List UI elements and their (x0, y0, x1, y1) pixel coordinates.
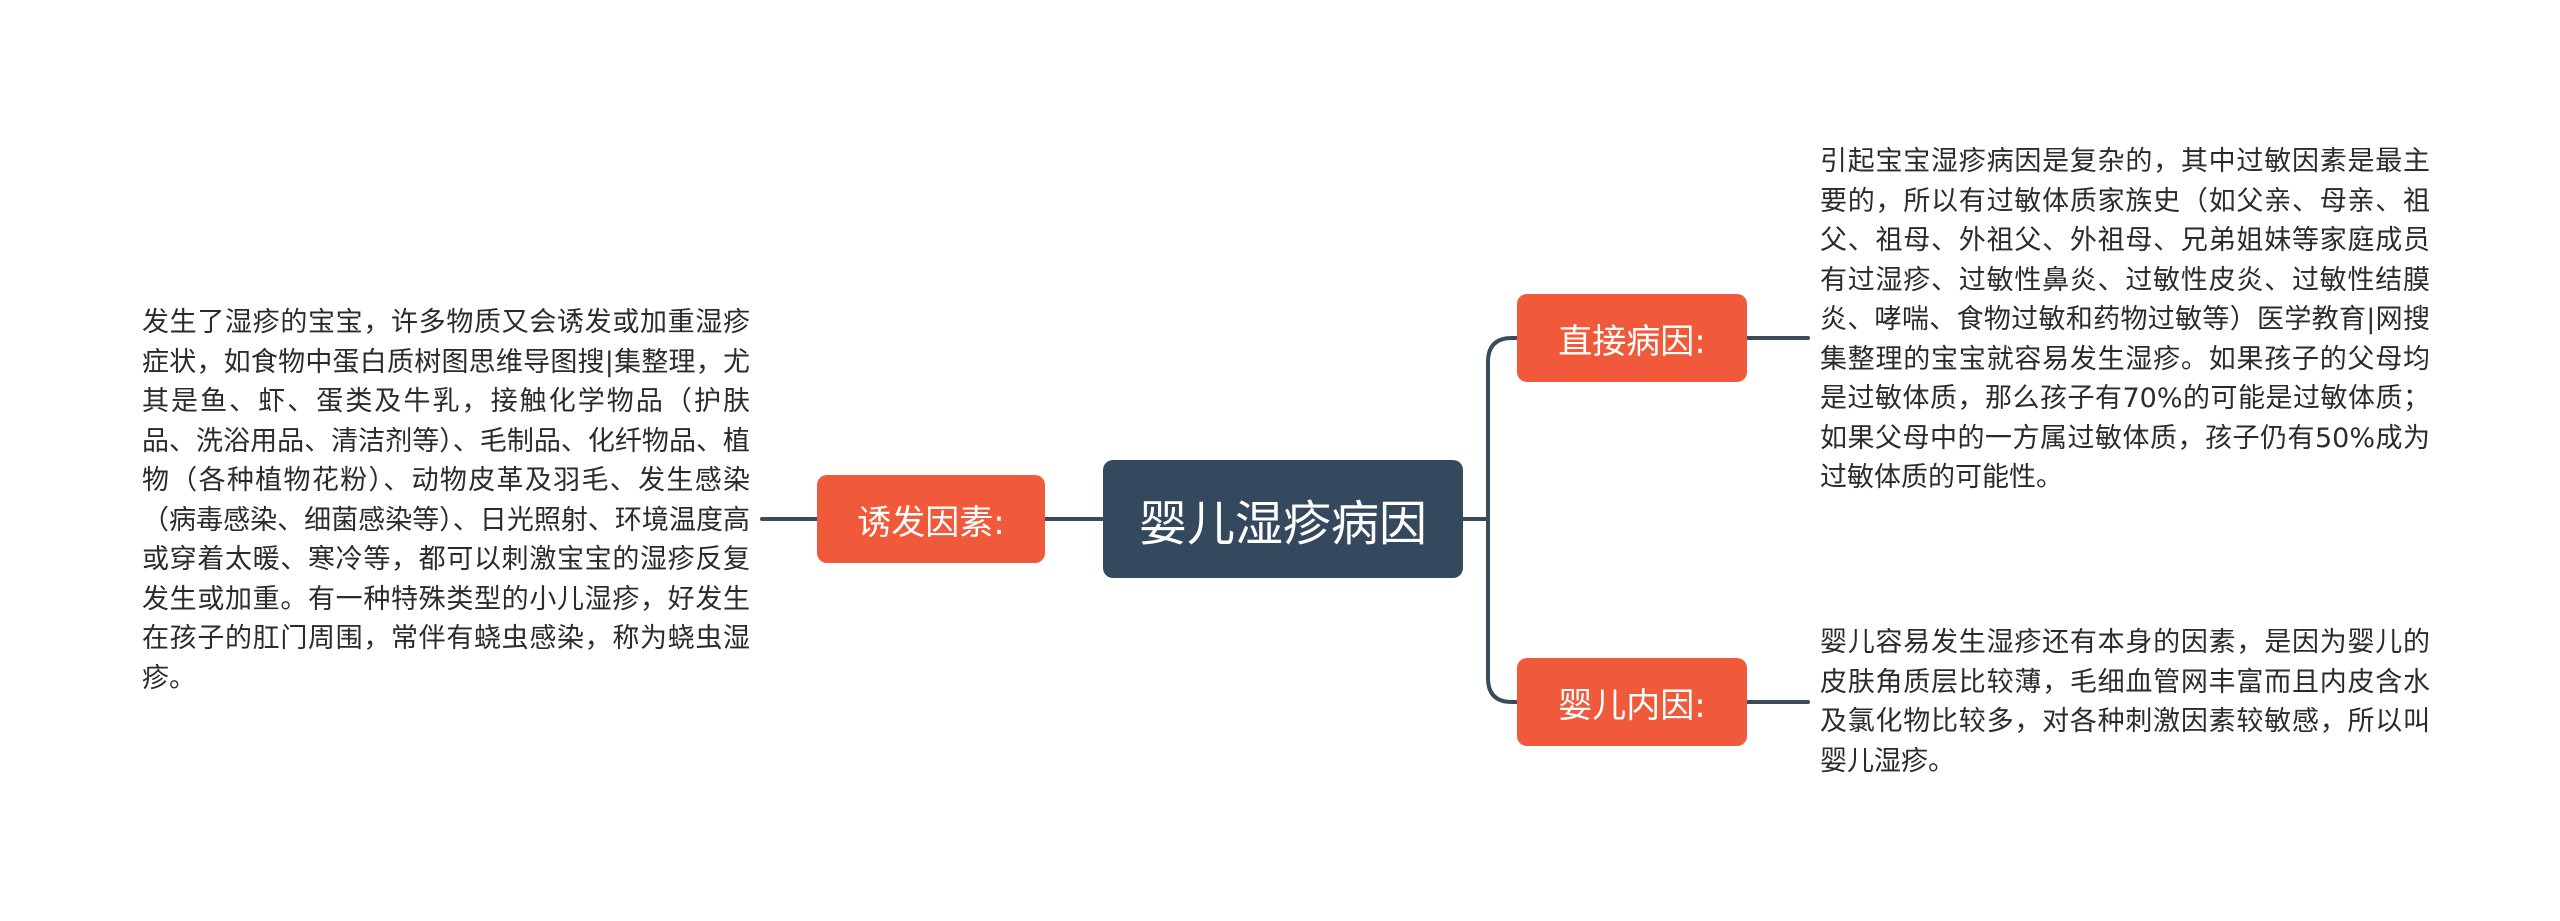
connector-trunk-direct (1486, 336, 1519, 521)
leaf-inducing-factors-text[interactable]: 发生了湿疹的宝宝，许多物质又会诱发或加重湿疹症状，如食物中蛋白质树图思维导图搜|… (142, 307, 750, 694)
branch-inducing-factors[interactable]: 诱发因素: (817, 475, 1045, 563)
leaf-infant-internal-text[interactable]: 婴儿容易发生湿疹还有本身的因素，是因为婴儿的皮肤角质层比较薄，毛细血管网丰富而且… (1820, 627, 2430, 777)
branch-direct-cause[interactable]: 直接病因: (1517, 294, 1747, 382)
branch-direct-cause-label: 直接病因: (1558, 321, 1706, 362)
connector-trunk-infant (1486, 517, 1519, 704)
branch-inducing-factors-label: 诱发因素: (857, 502, 1005, 543)
branch-infant-internal[interactable]: 婴儿内因: (1517, 658, 1747, 746)
root-node[interactable]: 婴儿湿疹病因 (1103, 460, 1463, 578)
root-label: 婴儿湿疹病因 (1138, 496, 1427, 552)
branch-infant-internal-label: 婴儿内因: (1558, 685, 1706, 726)
leaf-direct-cause-text[interactable]: 引起宝宝湿疹病因是复杂的，其中过敏因素是最主要的，所以有过敏体质家族史（如父亲、… (1820, 146, 2430, 493)
